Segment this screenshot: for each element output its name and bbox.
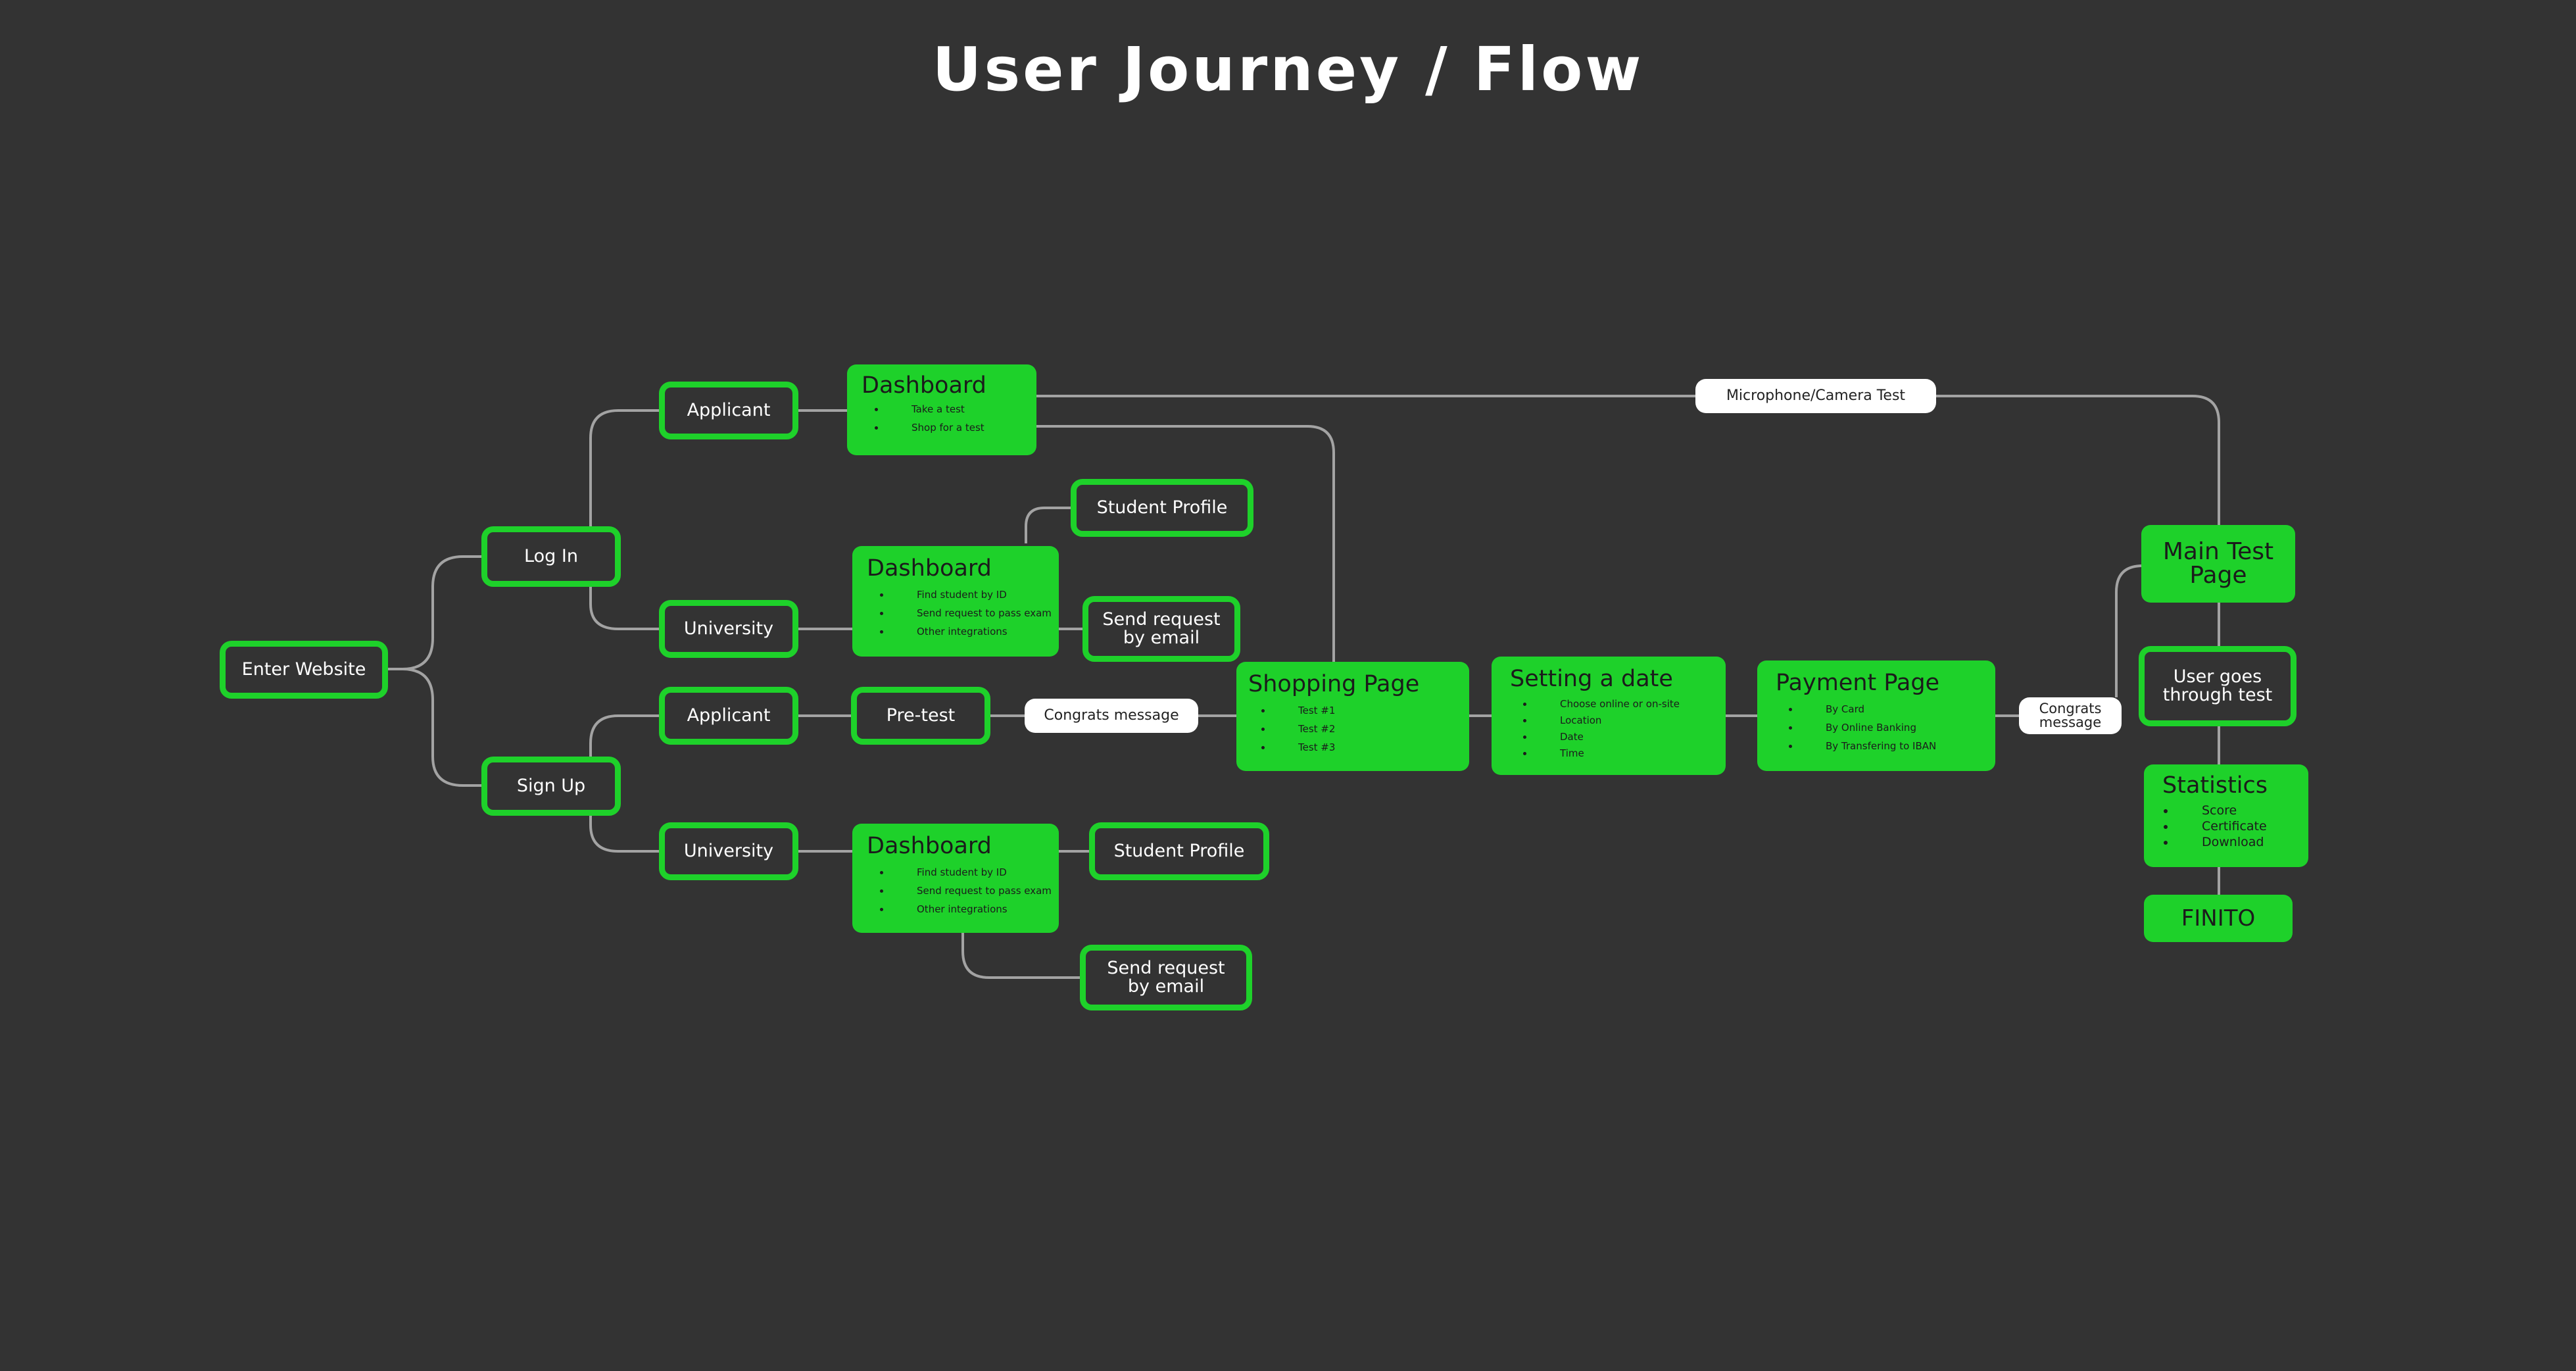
connector-enter-login xyxy=(387,555,483,670)
university-dashboard-item: Find student by ID xyxy=(890,586,1044,604)
connector-enter-signup xyxy=(387,668,483,787)
pre-test-node[interactable]: Pre-test xyxy=(851,687,990,745)
connector-login-university xyxy=(589,586,660,630)
shopping-page-card[interactable]: Shopping Page Test #1 Test #2 Test #3 xyxy=(1236,662,1469,771)
university-dashboard-item: Other integrations xyxy=(890,900,1044,918)
payment-page-item: By Online Banking xyxy=(1799,718,1977,737)
university-dashboard-title: Dashboard xyxy=(867,833,992,859)
login-university-node[interactable]: University xyxy=(659,600,798,658)
university-dashboard-card-login[interactable]: Dashboard Find student by ID Send reques… xyxy=(852,546,1059,657)
login-applicant-node[interactable]: Applicant xyxy=(659,382,798,439)
university-dashboard-card-signup[interactable]: Dashboard Find student by ID Send reques… xyxy=(852,824,1059,933)
page-title: User Journey / Flow xyxy=(932,34,1644,105)
university-dashboard-title: Dashboard xyxy=(867,555,992,582)
applicant-dashboard-card[interactable]: Dashboard Take a test Shop for a test xyxy=(847,364,1036,455)
connector-mictest-main xyxy=(1936,395,2220,526)
applicant-dashboard-item: Shop for a test xyxy=(885,418,1022,437)
connector-signup-applicant xyxy=(589,714,660,757)
main-test-page-card[interactable]: Main Test Page xyxy=(2141,525,2295,603)
signup-university-node[interactable]: University xyxy=(659,822,798,880)
shopping-page-item: Test #2 xyxy=(1272,720,1457,738)
user-goes-through-test-node[interactable]: User goes through test xyxy=(2139,646,2297,726)
congrats-message-pill-2: Congrats message xyxy=(2019,697,2122,734)
connector-login-applicant xyxy=(589,409,660,528)
send-request-node-1[interactable]: Send request by email xyxy=(1082,596,1240,662)
university-dashboard-item: Find student by ID xyxy=(890,863,1044,882)
setting-date-item: Location xyxy=(1534,712,1707,729)
connector-dashboard-profile1 xyxy=(1025,507,1072,543)
student-profile-node-2[interactable]: Student Profile xyxy=(1089,822,1269,880)
setting-date-title: Setting a date xyxy=(1510,666,1673,692)
connector-dashboard-shopping xyxy=(1036,425,1335,662)
congrats-message-pill-1: Congrats message xyxy=(1025,699,1198,733)
setting-date-item: Date xyxy=(1534,729,1707,745)
statistics-card[interactable]: Statistics Score Certificate Download xyxy=(2144,764,2308,867)
payment-page-item: By Transfering to IBAN xyxy=(1799,737,1977,755)
log-in-node[interactable]: Log In xyxy=(481,526,621,587)
send-request-node-2[interactable]: Send request by email xyxy=(1080,945,1252,1010)
shopping-page-item: Test #1 xyxy=(1272,701,1457,720)
connector-congrats-main xyxy=(2115,564,2143,697)
shopping-page-item: Test #3 xyxy=(1272,738,1457,757)
payment-page-card[interactable]: Payment Page By Card By Online Banking B… xyxy=(1757,661,1995,771)
statistics-item: Certificate xyxy=(2175,818,2290,834)
connector-signup-university xyxy=(589,814,660,853)
university-dashboard-item: Send request to pass exam xyxy=(890,882,1052,900)
payment-page-title: Payment Page xyxy=(1776,670,1940,696)
microphone-camera-test-pill: Microphone/Camera Test xyxy=(1695,379,1936,413)
setting-date-card[interactable]: Setting a date Choose online or on-site … xyxy=(1492,657,1726,775)
statistics-title: Statistics xyxy=(2162,772,2268,799)
sign-up-node[interactable]: Sign Up xyxy=(481,757,621,816)
university-dashboard-item: Other integrations xyxy=(890,622,1044,641)
setting-date-item: Time xyxy=(1534,745,1707,762)
enter-website-node[interactable]: Enter Website xyxy=(220,641,388,699)
shopping-page-title: Shopping Page xyxy=(1248,671,1420,697)
university-dashboard-item: Send request to pass exam xyxy=(890,604,1052,622)
student-profile-node-1[interactable]: Student Profile xyxy=(1071,479,1253,537)
signup-applicant-node[interactable]: Applicant xyxy=(659,687,798,745)
setting-date-item: Choose online or on-site xyxy=(1534,696,1707,712)
statistics-item: Score xyxy=(2175,803,2290,818)
connector-dashboard2-request2 xyxy=(961,933,1081,979)
finito-card[interactable]: FINITO xyxy=(2144,895,2293,942)
payment-page-item: By Card xyxy=(1799,700,1977,718)
applicant-dashboard-title: Dashboard xyxy=(862,372,986,399)
applicant-dashboard-item: Take a test xyxy=(885,400,1022,418)
statistics-item: Download xyxy=(2175,834,2290,850)
